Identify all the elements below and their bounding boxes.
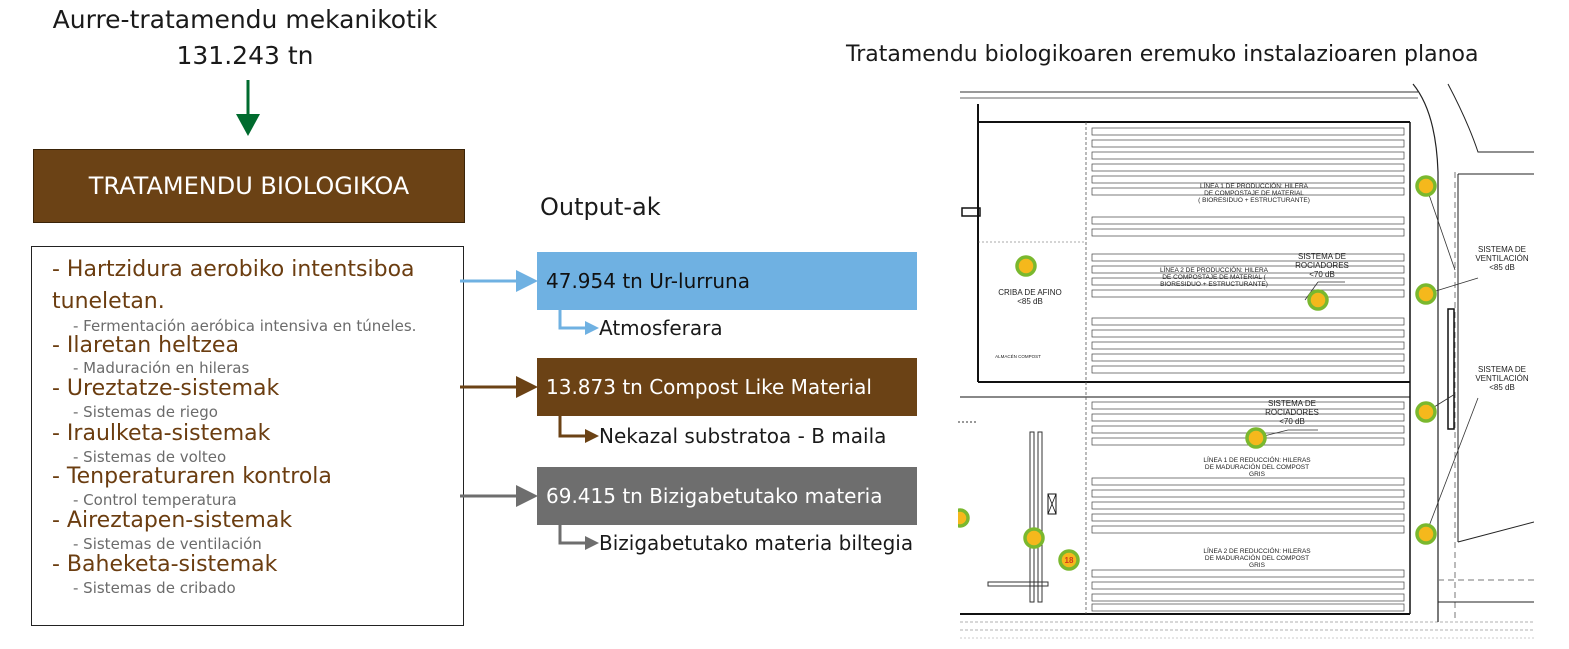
process-4-sub: - Sistemas de volteo	[73, 448, 227, 466]
process-3-title: - Ureztatze-sistemak	[52, 376, 280, 401]
destination-arrows	[558, 310, 599, 550]
process-list: - Hartzidura aerobiko intentsiboa tunele…	[31, 246, 464, 626]
output-compost-box: 13.873 tn Compost Like Material	[537, 358, 917, 416]
marker-edge-icon	[958, 508, 970, 528]
marker-18-icon	[1058, 549, 1080, 571]
output-arrows	[460, 270, 538, 507]
outputs-title: Output-ak	[540, 193, 661, 221]
process-2-sub: - Maduración en hileras	[73, 359, 250, 377]
plan-title: Tratamendu biologikoaren eremuko instala…	[846, 42, 1479, 67]
marker-vent-4-icon	[1415, 523, 1437, 545]
marker-sprinklers-1-icon	[1307, 289, 1329, 311]
elbow-arrow-compost-icon	[558, 416, 599, 443]
process-4-title: - Iraulketa-sistemak	[52, 421, 271, 446]
marker-screen-icon	[1023, 527, 1045, 549]
marker-vent-1-icon	[1415, 175, 1437, 197]
input-value: 131.243 tn	[176, 41, 314, 70]
destination-atmosphere: Atmosferara	[599, 316, 723, 340]
destination-substrate: Nekazal substratoa - B maila	[599, 424, 887, 448]
process-6-sub: - Sistemas de ventilación	[73, 535, 262, 553]
biological-treatment-box: TRATAMENDU BIOLOGIKOA	[33, 149, 465, 223]
process-5-title: - Tenperaturaren kontrola	[52, 464, 332, 489]
process-3-sub: - Sistemas de riego	[73, 403, 218, 421]
marker-sieve-icon	[1015, 255, 1037, 277]
down-arrow-icon	[236, 80, 260, 136]
elbow-arrow-vapor-icon	[558, 310, 599, 335]
destination-storage: Bizigabetutako materia biltegia	[599, 531, 914, 555]
svg-text:18: 18	[1065, 556, 1074, 565]
marker-sprinklers-2-icon	[1245, 427, 1267, 449]
arrow-to-compost-icon	[460, 376, 538, 398]
process-1-sub: - Fermentación aeróbica intensiva en tún…	[73, 317, 417, 335]
marker-vent-3-icon	[1415, 401, 1437, 423]
svg-text:CRIBA DE AFINO<85 dB: CRIBA DE AFINO<85 dB	[998, 288, 1062, 306]
elbow-arrow-inert-icon	[558, 525, 599, 550]
arrow-to-inert-icon	[460, 485, 538, 507]
output-vapor-box: 47.954 tn Ur-lurruna	[537, 252, 917, 310]
noise-markers	[958, 175, 1437, 571]
arrow-to-vapor-icon	[460, 270, 538, 292]
marker-vent-2-icon	[1415, 283, 1437, 305]
process-5-sub: - Control temperatura	[73, 491, 237, 509]
input-title: Aurre-tratamendu mekanikotik	[52, 5, 438, 34]
svg-text:ALMACÉN COMPOST: ALMACÉN COMPOST	[995, 353, 1041, 359]
process-7-title: - Baheketa-sistemak	[52, 552, 278, 577]
process-2-title: - Ilaretan heltzea	[52, 333, 239, 358]
process-1-title-cont: tuneletan.	[52, 289, 165, 314]
output-inert-box: 69.415 tn Bizigabetutako materia	[537, 467, 917, 525]
process-6-title: - Aireztapen-sistemak	[52, 508, 293, 533]
process-1-title: - Hartzidura aerobiko intentsiboa	[52, 257, 415, 282]
process-7-sub: - Sistemas de cribado	[73, 579, 236, 597]
